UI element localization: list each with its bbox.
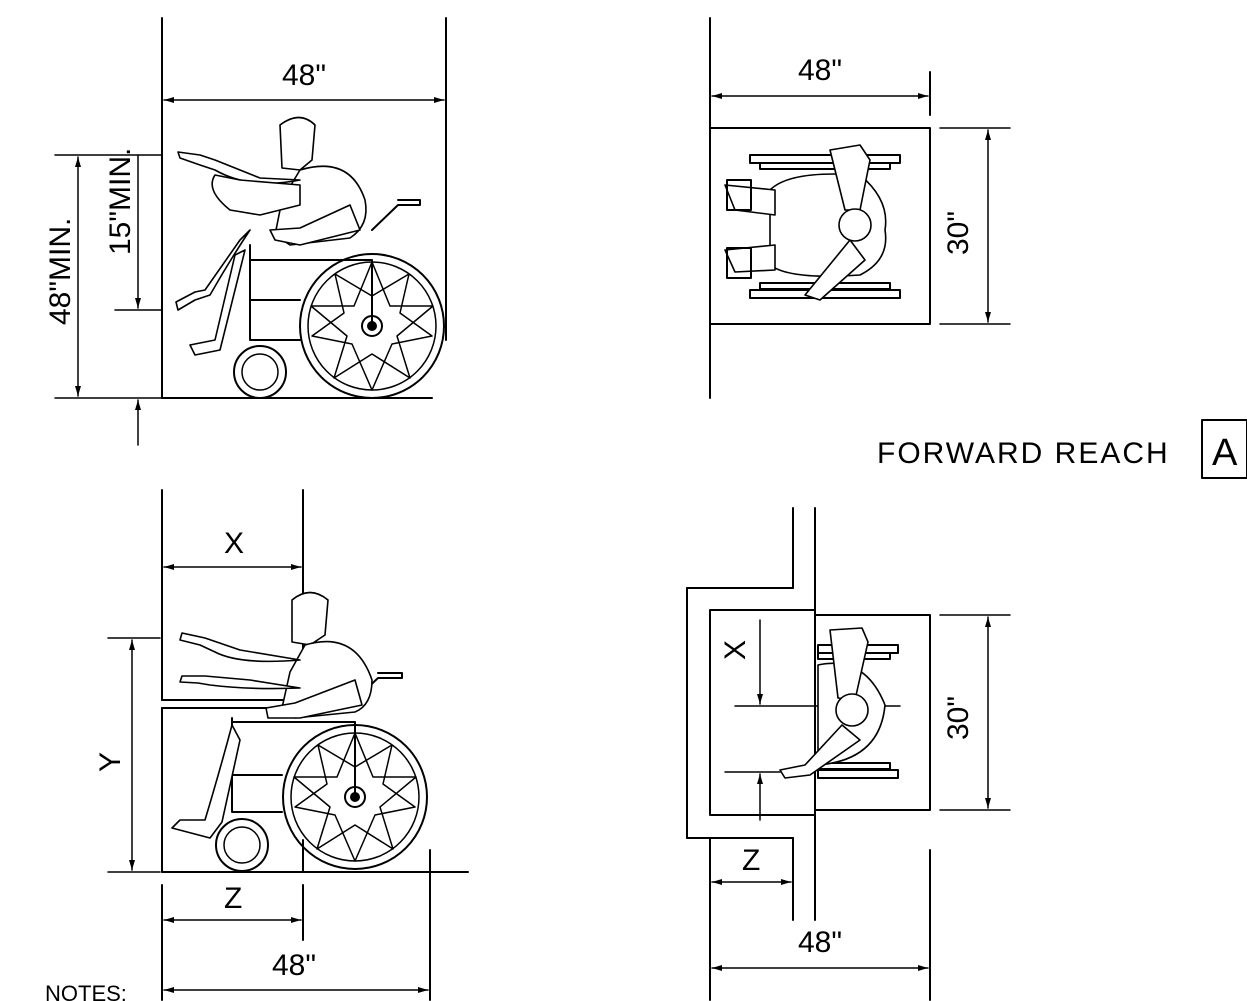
unobstructed-side-view: 48" 48"MIN. 15"MIN. xyxy=(44,17,447,446)
low-reach-label: 15"MIN. xyxy=(104,148,137,255)
plan-knee-space-label: Z xyxy=(742,844,760,877)
reach-height-label: Y xyxy=(94,752,127,772)
wheelchair-user-figure-2 xyxy=(171,591,428,872)
obstructed-side-view: X Y Z 48" xyxy=(94,489,469,1001)
wheelchair-user-plan-figure-2 xyxy=(779,627,899,779)
wheelchair-user-figure xyxy=(175,116,445,399)
detail-tag: A xyxy=(1212,432,1238,474)
plan-depth-label-2: 30" xyxy=(942,696,975,740)
plan-bottom-width-label: 48" xyxy=(798,926,842,959)
reach-depth-label: X xyxy=(224,527,244,560)
width-dimension-label: 48" xyxy=(282,59,326,92)
drawing-title-block: FORWARD REACH A xyxy=(877,419,1247,479)
plan-width-label: 48" xyxy=(798,54,842,87)
bottom-width-label: 48" xyxy=(272,949,316,982)
drawing-title: FORWARD REACH xyxy=(877,437,1170,470)
knee-space-label: Z xyxy=(224,882,242,915)
plan-reach-depth-label: X xyxy=(719,640,752,660)
plan-depth-label: 30" xyxy=(942,211,975,255)
wheelchair-user-plan-figure xyxy=(724,144,901,301)
unobstructed-plan-view: 48" 30" xyxy=(709,17,1011,399)
high-reach-label: 48"MIN. xyxy=(44,218,77,325)
obstructed-plan-view: X 30" Z 48" xyxy=(686,507,1011,1001)
notes-label: NOTES: xyxy=(45,981,127,1001)
detail-tag-box xyxy=(1201,419,1247,479)
